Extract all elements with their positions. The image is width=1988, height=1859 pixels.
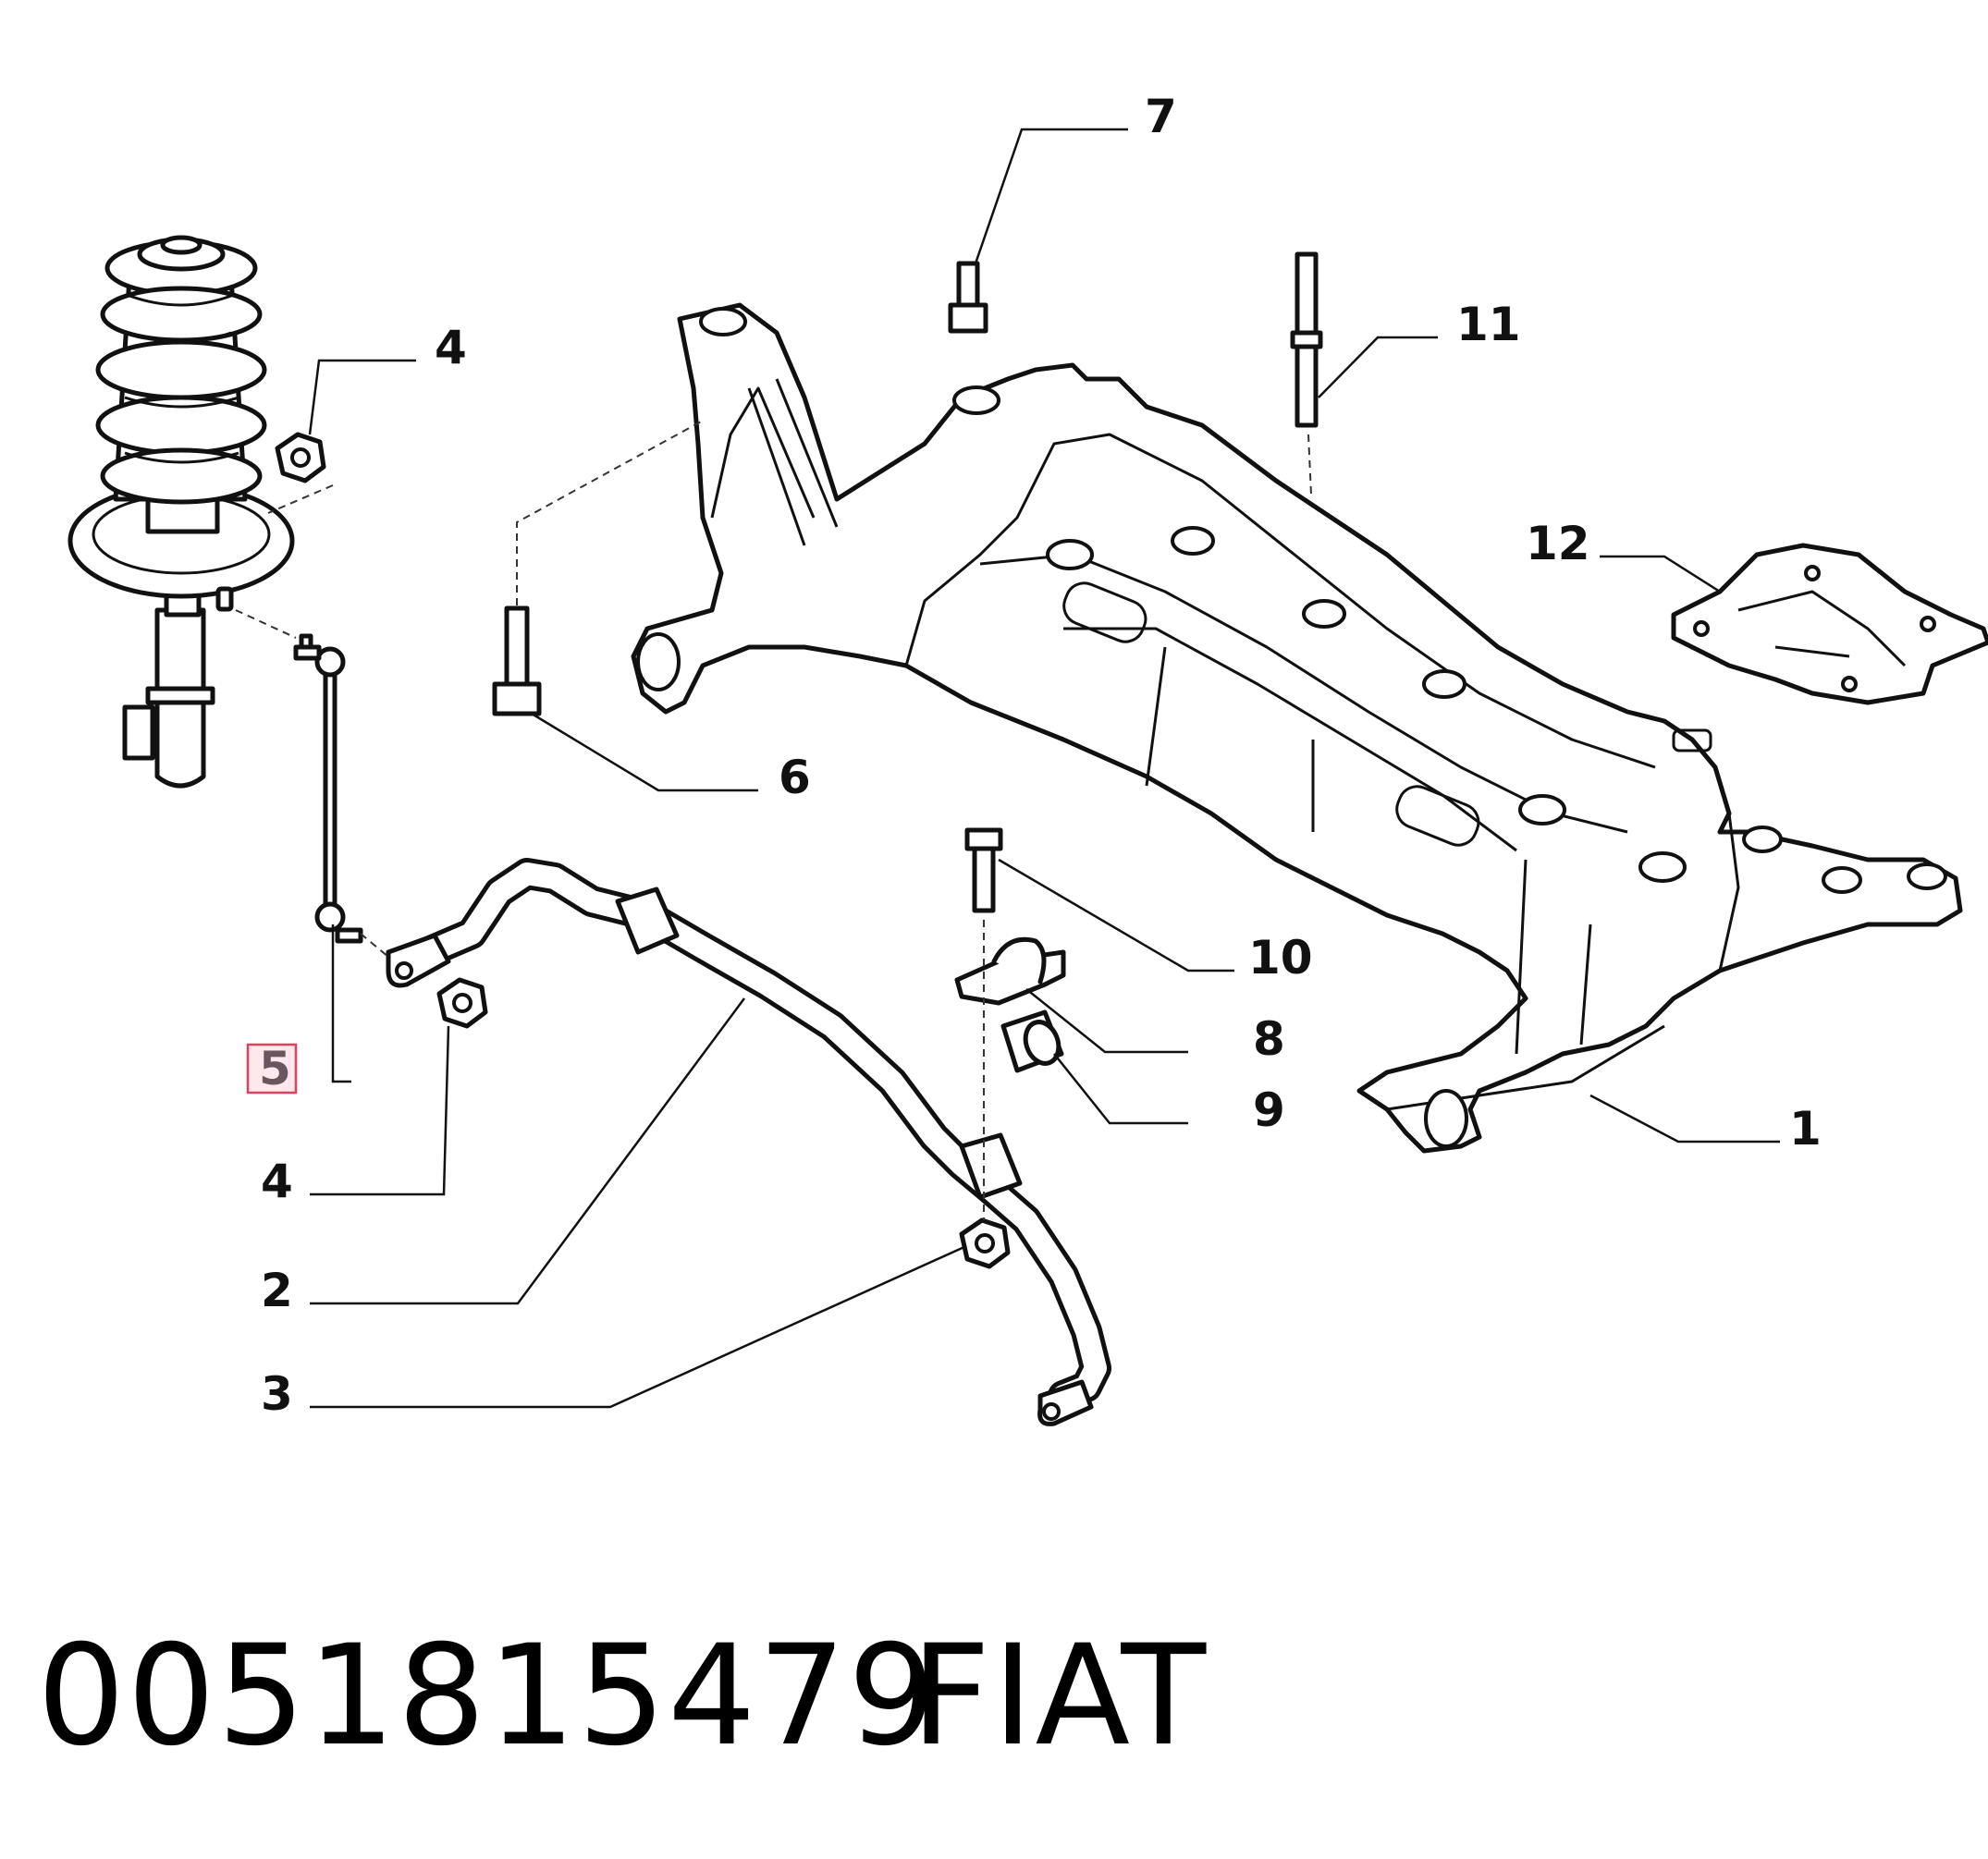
callout-9: 9 [1253,1083,1285,1137]
callout-2: 2 [261,1264,293,1317]
leader-lines [308,128,1780,1409]
callout-4-bottom: 4 [261,1155,293,1208]
hardware [275,251,1988,1269]
highlight-box [246,1043,298,1095]
callout-10: 10 [1248,931,1313,985]
callout-5: 5 [259,1042,291,1095]
callout-6: 6 [779,751,811,804]
callout-4-top: 4 [435,321,467,374]
callout-3: 3 [261,1367,293,1421]
stabilizer-link [293,633,363,944]
callout-numbers: 1 2 3 4 4 5 6 7 8 9 10 11 12 [259,90,1822,1421]
callout-1: 1 [1789,1102,1822,1156]
callout-12: 12 [1526,517,1590,570]
part-number-caption: 0051815479 [37,1616,939,1777]
brand-caption: FIAT [911,1616,1209,1777]
strut-assembly [67,235,295,789]
assembly-dashed-lines [235,420,1312,1220]
callout-7: 7 [1145,90,1177,143]
callout-11: 11 [1456,298,1521,351]
subframe-crossmember [631,302,1963,1154]
callout-8: 8 [1253,1012,1285,1066]
stabilizer-bar [386,858,1111,1426]
